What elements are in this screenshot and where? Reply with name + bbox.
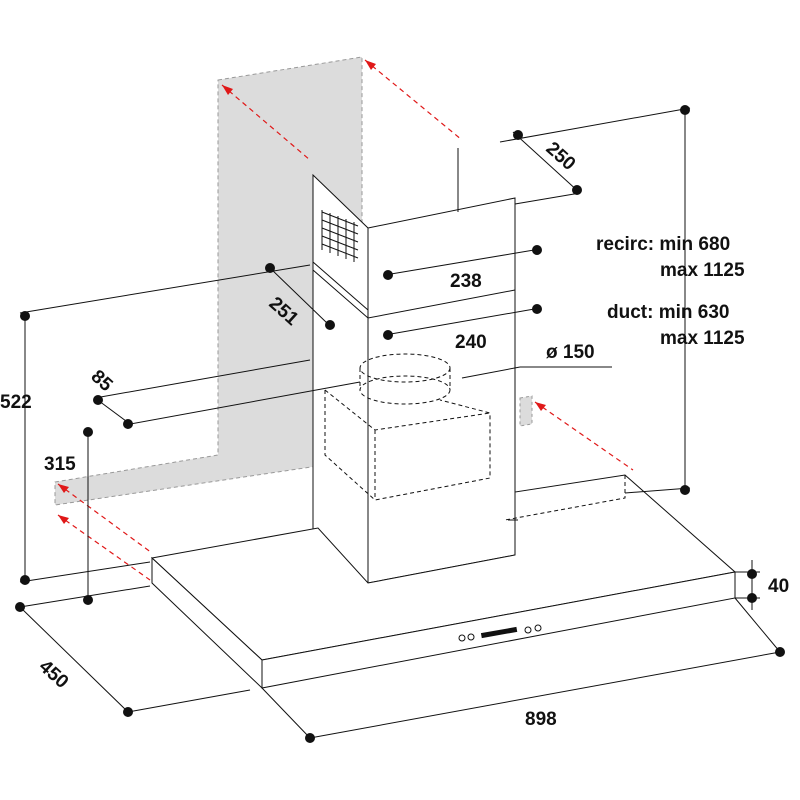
control-panel xyxy=(458,624,542,642)
label-250: 250 xyxy=(542,138,580,175)
label-diameter-150: ø 150 xyxy=(546,342,595,363)
label-898: 898 xyxy=(525,709,557,730)
wall-bracket xyxy=(519,395,533,427)
label-238: 238 xyxy=(450,271,482,292)
label-recirc-min: recirc: min 680 xyxy=(596,234,730,255)
label-duct-min: duct: min 630 xyxy=(607,302,729,323)
label-85: 85 xyxy=(87,366,117,396)
hidden-motor-box xyxy=(324,353,626,521)
chimney xyxy=(312,148,516,585)
label-recirc-max: max 1125 xyxy=(660,260,745,281)
label-40: 40 xyxy=(768,576,789,597)
mounting-arrows xyxy=(57,59,634,581)
wall-area xyxy=(54,56,363,506)
label-240: 240 xyxy=(455,332,487,353)
canopy xyxy=(150,474,737,690)
label-315: 315 xyxy=(44,454,76,475)
dimension-dots xyxy=(15,105,785,743)
label-duct-max: max 1125 xyxy=(660,328,745,349)
label-522: 522 xyxy=(0,392,32,413)
vent-grille xyxy=(321,210,359,262)
label-450: 450 xyxy=(35,656,73,693)
